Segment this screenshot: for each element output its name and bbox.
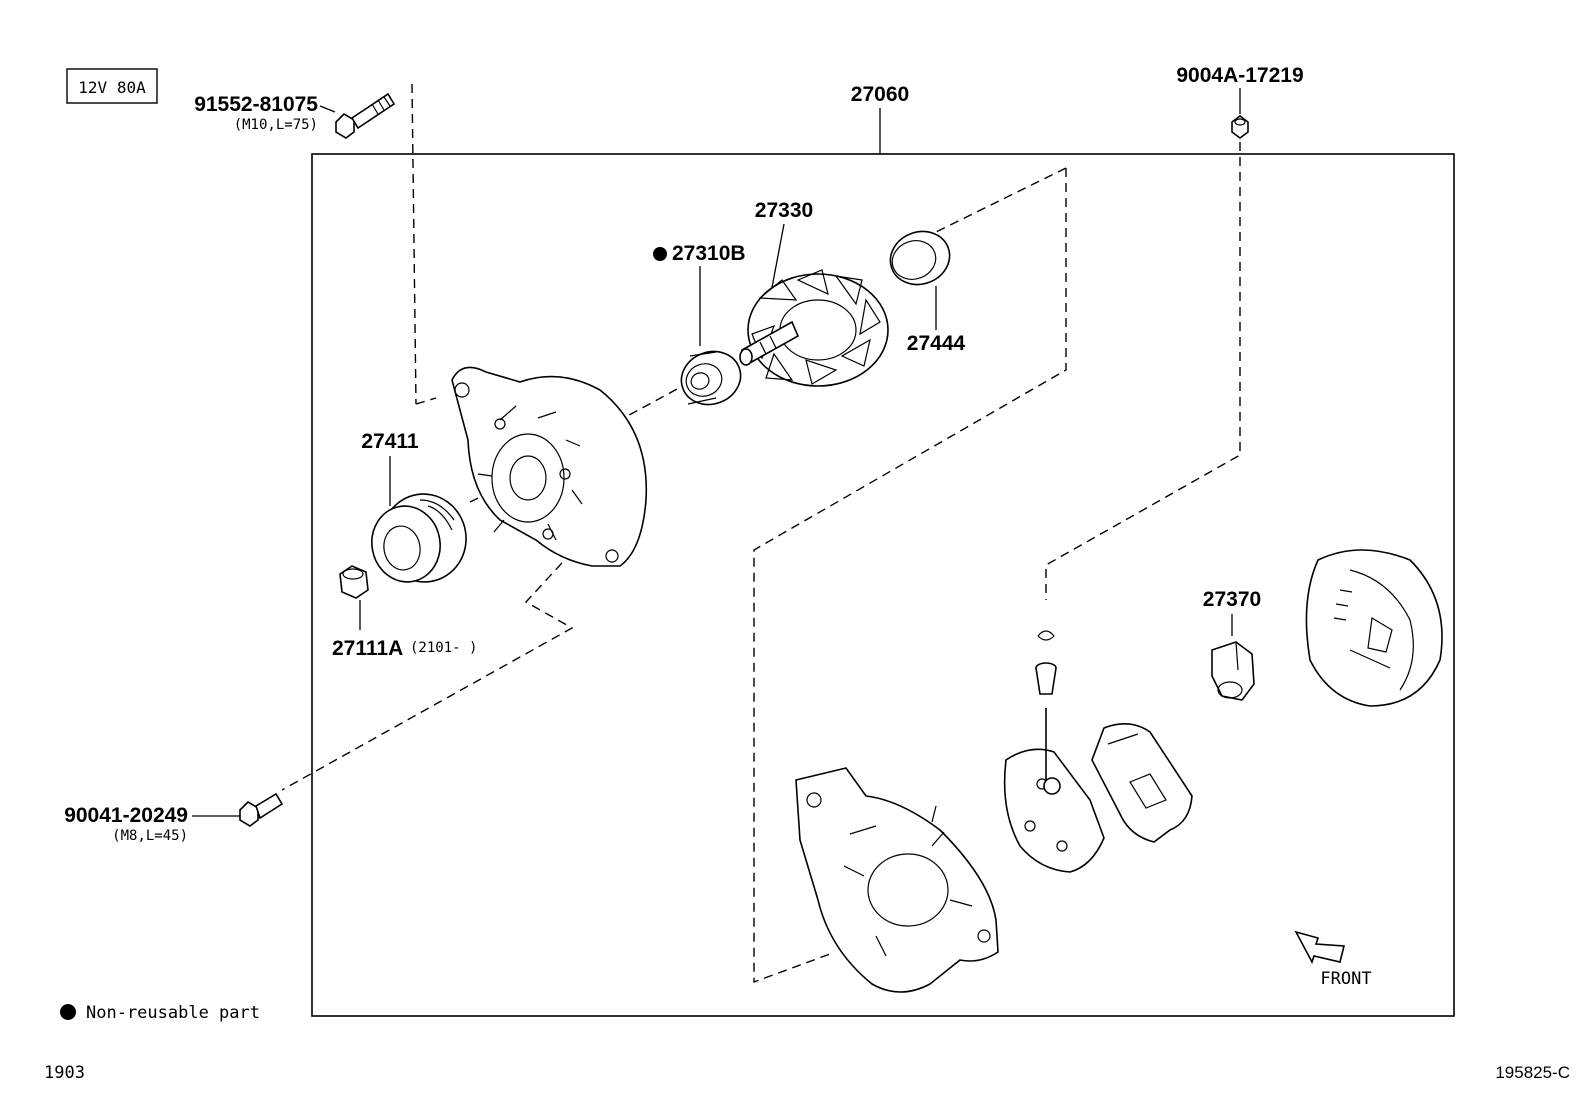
part-27111A[interactable]: 27111A (2101- ) [332,565,477,660]
bearing-cover-icon [889,230,951,286]
part-number-27060: 27060 [851,83,909,106]
brush-holder-icon [1211,641,1255,701]
part-27370[interactable]: 27370 [1203,588,1261,701]
part-number-27310B: 27310B [672,242,746,265]
rotor-icon [739,269,889,387]
rear-end-frame [795,767,999,993]
pulley-icon [371,493,467,583]
part-note-27111A: (2101- ) [410,640,477,656]
legend: Non-reusable part [60,1003,260,1023]
part-90041-20249[interactable]: 90041-20249 (M8,L=45) [64,792,284,844]
part-9004A-17219[interactable]: 9004A-17219 [1176,64,1304,139]
voltage-regulator [1091,723,1193,843]
part-91552-81075[interactable]: 91552-81075 (M10,L=75) [194,92,396,139]
terminal-insulator [1035,630,1057,695]
bearing-icon [680,350,742,406]
nut-icon [339,565,369,599]
part-27060[interactable]: 27060 [851,83,909,154]
part-27310B[interactable]: 27310B [653,242,748,413]
spec-box-text: 12V 80A [78,78,146,97]
part-27411[interactable]: 27411 [361,430,473,589]
legend-text: Non-reusable part [86,1003,260,1023]
front-direction: FRONT [1294,930,1372,989]
bolt-icon [335,92,396,139]
part-number-9004A-17219: 9004A-17219 [1176,64,1303,87]
footer-right-code: 195825-C [1495,1063,1570,1082]
front-arrow-icon [1294,930,1346,965]
part-27330[interactable]: 27330 [739,199,889,387]
nut-icon [1231,115,1249,139]
part-spec-91552-81075: (M10,L=75) [234,117,318,133]
part-number-27411: 27411 [361,430,419,453]
front-label: FRONT [1320,969,1371,989]
part-number-27111A: 27111A [332,637,403,660]
assembly-guide-lines [281,83,1241,984]
rectifier [1003,708,1105,873]
non-reusable-legend-marker [60,1004,76,1020]
part-27444[interactable]: 27444 [883,223,966,355]
part-number-27370: 27370 [1203,588,1261,611]
part-number-27444: 27444 [907,332,966,355]
part-number-27330: 27330 [755,199,813,222]
part-number-91552-81075: 91552-81075 [194,93,318,116]
assembly-frame [311,153,1455,1017]
rear-cover [1305,549,1443,707]
bolt-icon [239,792,284,827]
footer-left-code: 1903 [44,1063,85,1083]
spec-box: 12V 80A [66,68,158,104]
part-number-90041-20249: 90041-20249 [64,804,188,827]
part-spec-90041-20249: (M8,L=45) [112,828,188,844]
drive-end-frame [451,366,648,567]
non-reusable-marker [653,247,667,261]
